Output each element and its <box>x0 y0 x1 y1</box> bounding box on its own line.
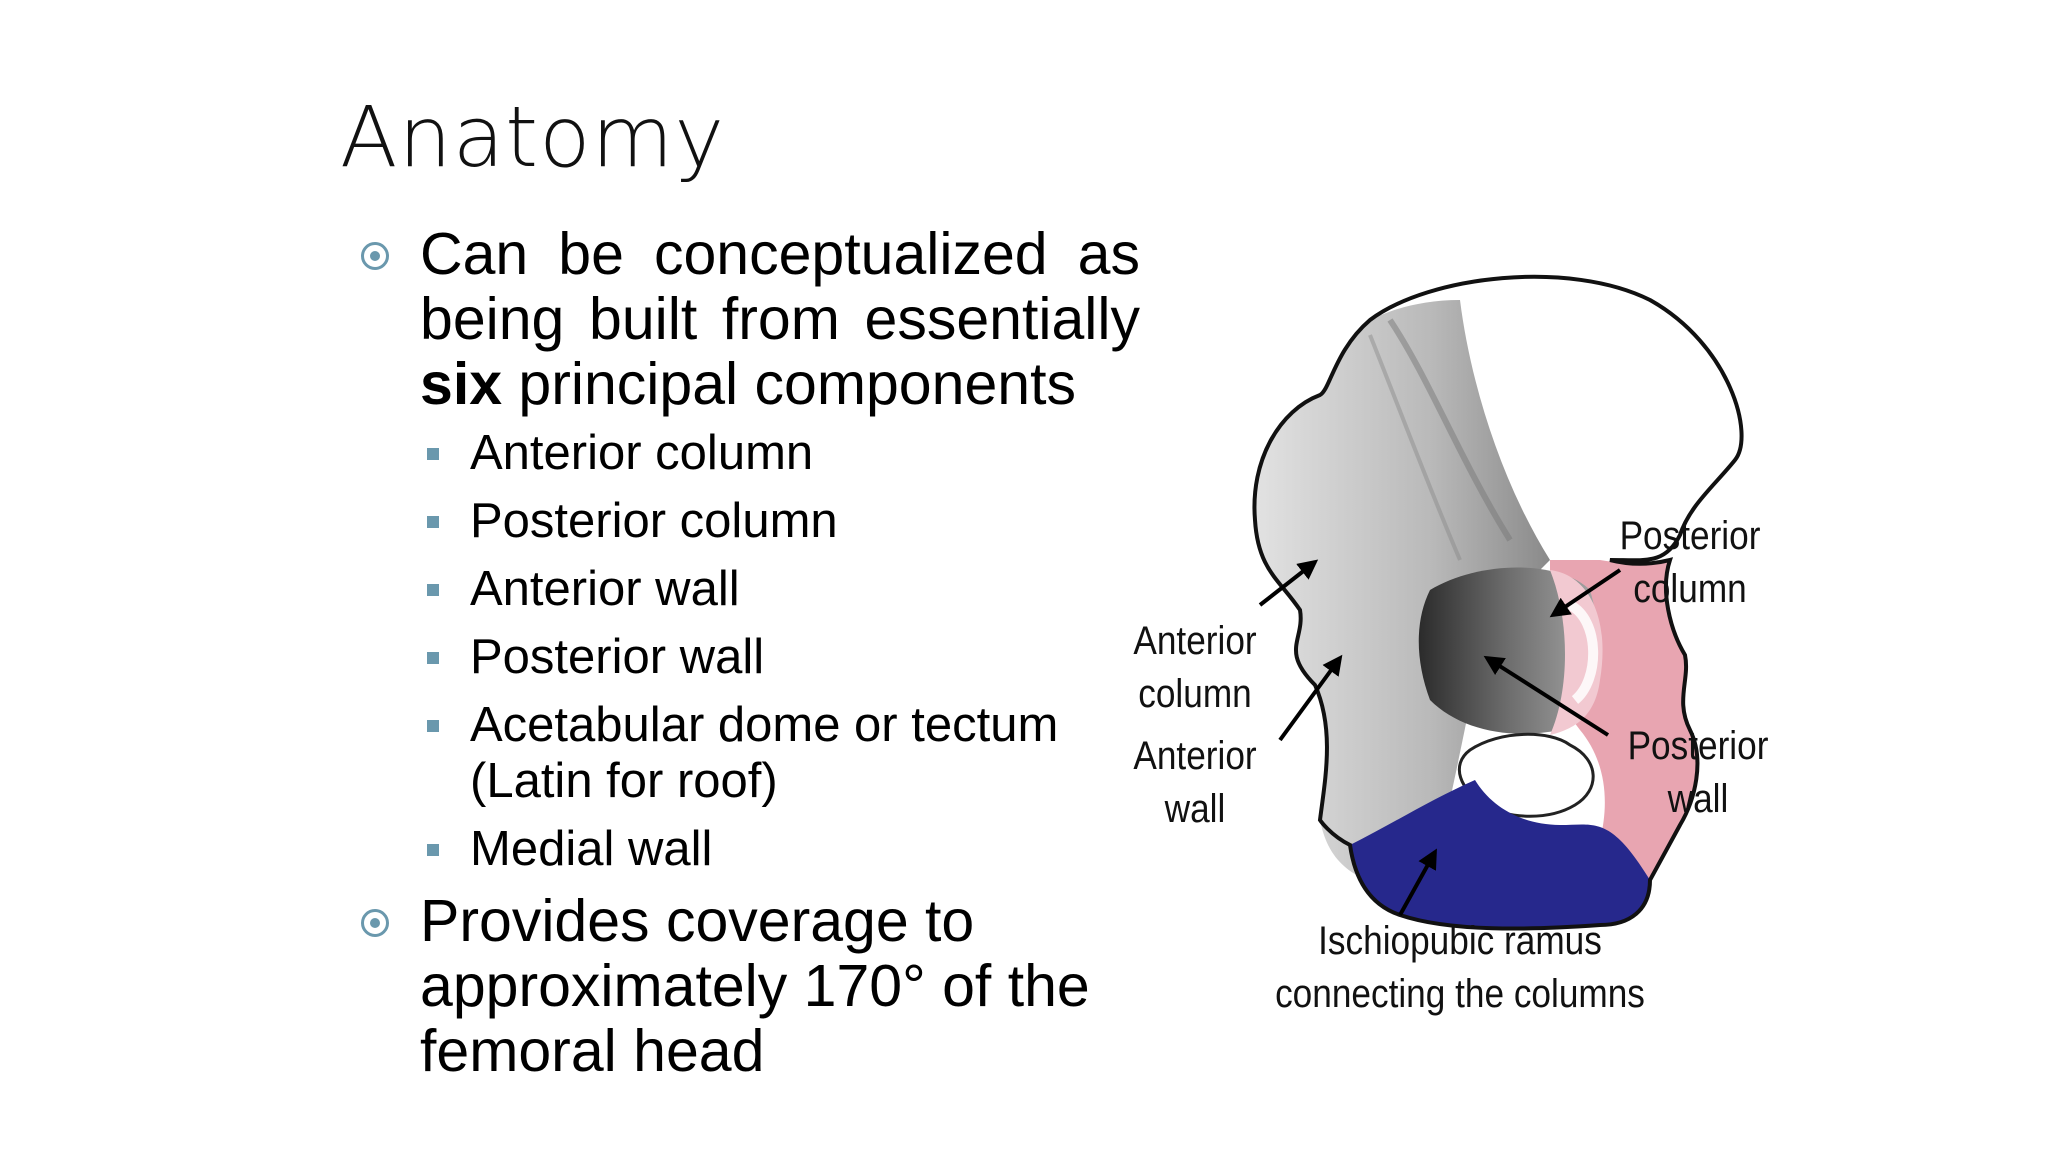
acetabulum-diagram: Anterior column Anterior wall Posterior … <box>1130 260 1790 1040</box>
arrow-ischiopubic-ramus <box>1398 848 1437 916</box>
circle-bullet-icon <box>361 909 389 937</box>
label-posterior-wall: Posterior wall <box>1627 724 1769 821</box>
sub-item: Anterior column <box>420 425 1140 481</box>
sub-item: Posterior wall <box>420 629 1140 685</box>
hip-bone-illustration <box>1252 274 1744 931</box>
bullet-text-line: six principal components <box>420 351 1076 417</box>
bullet-text-line: Can be conceptualized as <box>420 221 1140 287</box>
bullet-text: principal components <box>502 351 1076 417</box>
sub-item-label: Acetabular dome or tectum (Latin for roo… <box>470 698 1059 808</box>
circle-bullet-icon <box>361 242 389 270</box>
label-anterior-column: Anterior column <box>1133 619 1257 716</box>
square-bullet-icon <box>427 720 439 732</box>
slide-title: Anatomy <box>340 88 726 186</box>
square-bullet-icon <box>427 652 439 664</box>
arrow-posterior-column <box>1549 568 1622 618</box>
bullet-item: Provides coverage to approximately 170° … <box>350 889 1140 1084</box>
sub-item: Posterior column <box>420 493 1140 549</box>
sub-item: Acetabular dome or tectum (Latin for roo… <box>420 697 1140 809</box>
square-bullet-icon <box>427 448 439 460</box>
square-bullet-icon <box>427 844 439 856</box>
label-ischiopubic-ramus: Ischiopubic ramus connecting the columns <box>1275 919 1645 1016</box>
square-bullet-icon <box>427 584 439 596</box>
sub-item: Anterior wall <box>420 561 1140 617</box>
bullet-text: Provides coverage to approximately 170° … <box>420 888 1090 1084</box>
square-bullet-icon <box>427 516 439 528</box>
sub-item-label: Posterior wall <box>470 630 765 684</box>
bullet-text-line: being built from essentially <box>420 286 1140 352</box>
sub-item-label: Posterior column <box>470 494 838 548</box>
sub-item-label: Anterior column <box>470 426 814 480</box>
label-anterior-wall: Anterior wall <box>1133 734 1257 831</box>
emphasis-text: six <box>420 351 503 417</box>
sub-list: Anterior column Posterior column Anterio… <box>420 425 1140 877</box>
ischiopubic-ramus-region <box>1350 780 1650 929</box>
bullet-item: Can be conceptualized as being built fro… <box>350 222 1140 877</box>
label-posterior-column: Posterior column <box>1619 514 1761 611</box>
arrow-anterior-column <box>1258 559 1319 607</box>
sub-item: Medial wall <box>420 821 1140 877</box>
bullet-list: Can be conceptualized as being built fro… <box>350 222 1140 1084</box>
sub-item-label: Medial wall <box>470 822 713 876</box>
sub-item-label: Anterior wall <box>470 562 740 616</box>
arrow-anterior-wall <box>1278 654 1343 742</box>
arrow-posterior-wall <box>1483 655 1610 737</box>
